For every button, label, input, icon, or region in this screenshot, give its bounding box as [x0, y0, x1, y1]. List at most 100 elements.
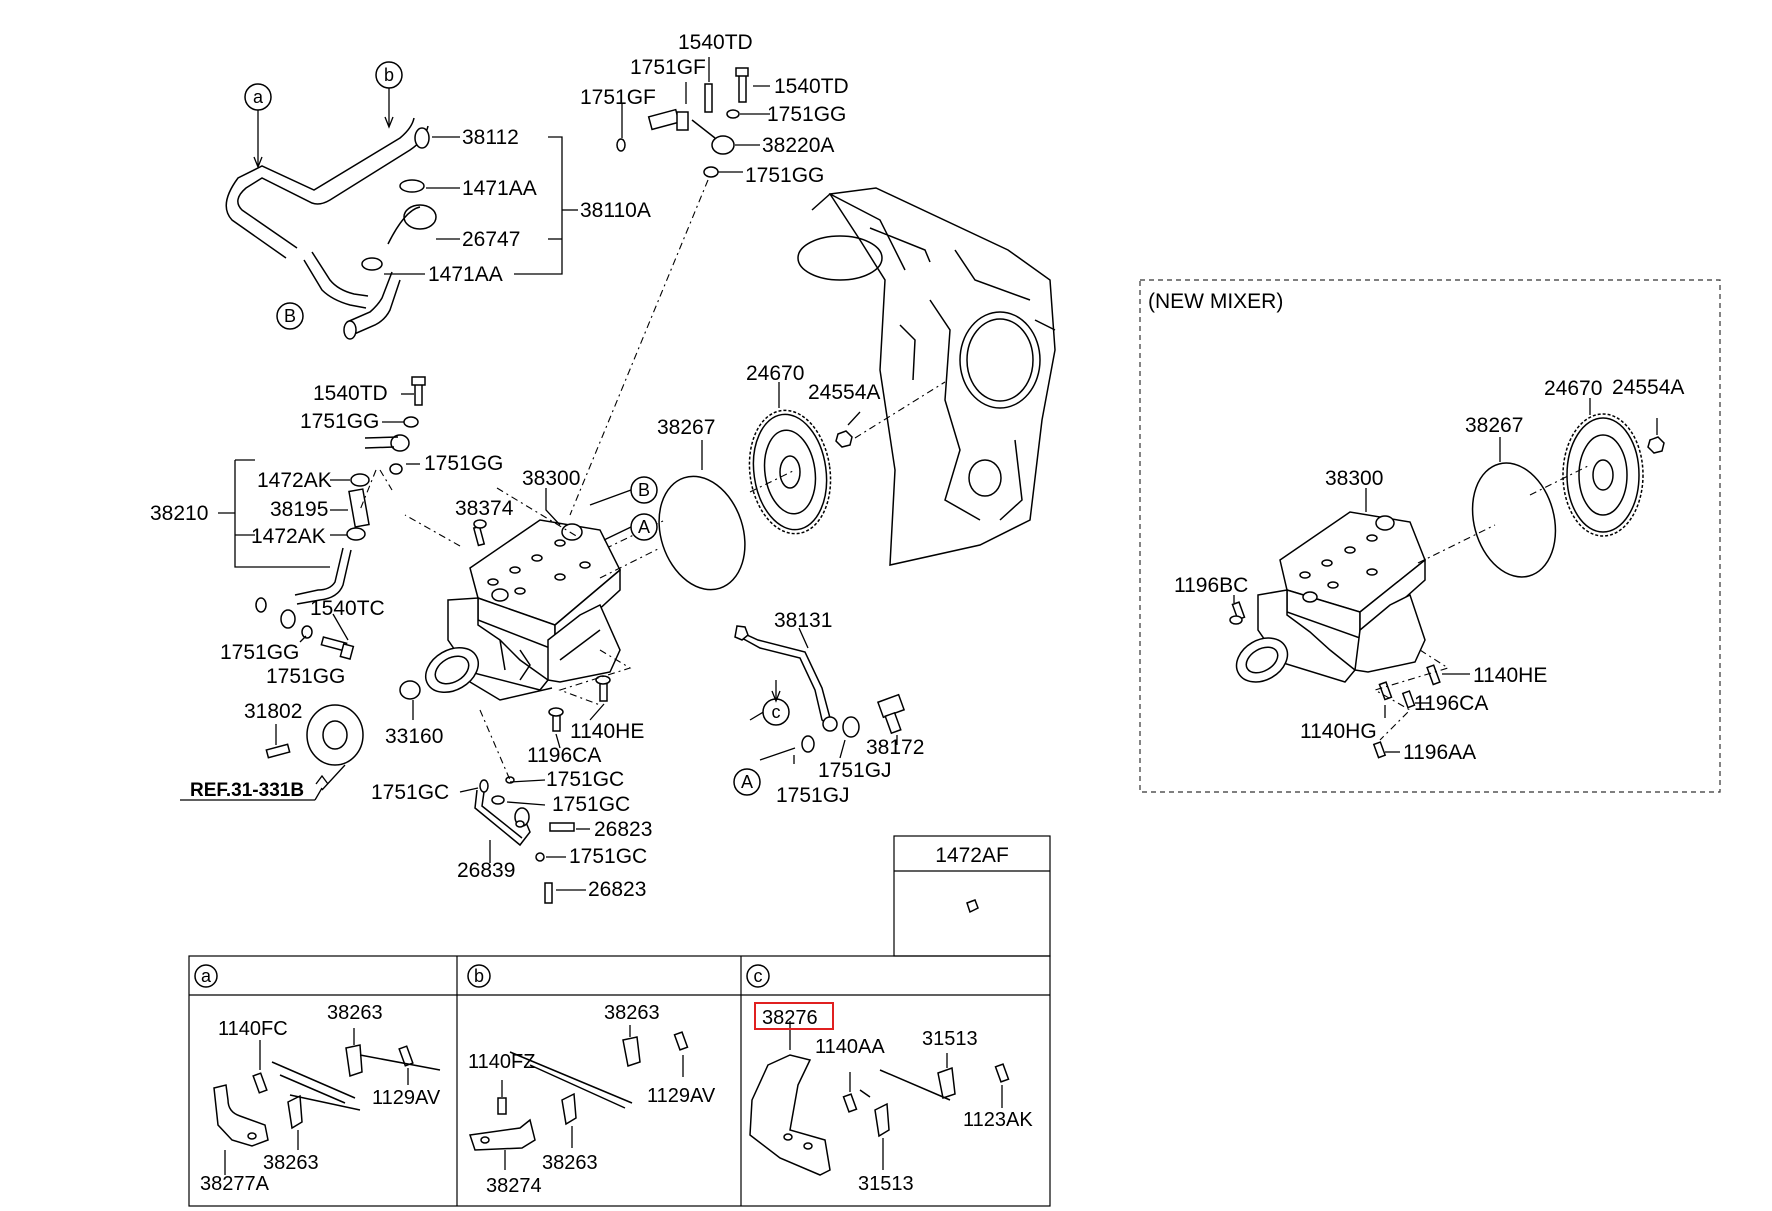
label-38110A: 38110A — [580, 199, 651, 222]
col-c-31513-bot: 31513 — [858, 1173, 914, 1195]
label-38172: 38172 — [866, 736, 924, 759]
label-38112: 38112 — [462, 126, 519, 149]
label-38131: 38131 — [774, 609, 832, 632]
gear-24670 — [748, 382, 832, 535]
svg-text:b: b — [384, 65, 394, 85]
label-26839: 26839 — [457, 859, 515, 882]
table-header-1472AF: 1472AF — [935, 844, 1009, 867]
col-a-38277A: 38277A — [200, 1173, 270, 1195]
highlight-38276 — [754, 1002, 834, 1030]
label-ref-31-331B: REF.31-331B — [190, 780, 304, 801]
circle-A-low: A — [733, 768, 761, 796]
svg-text:a: a — [201, 966, 212, 986]
label-33160: 33160 — [385, 725, 443, 748]
label-1540TD-top: 1540TD — [678, 31, 753, 54]
label-1751GC-b: 1751GC — [552, 793, 630, 816]
nm-label-38267: 38267 — [1465, 414, 1523, 437]
label-1471AA: 1471AA — [462, 177, 537, 200]
col-b-drawing — [469, 1025, 689, 1170]
svg-text:A: A — [741, 772, 753, 792]
label-1751GJ-b: 1751GJ — [776, 784, 850, 807]
nm-label-1196AA: 1196AA — [1403, 741, 1476, 764]
col-b-38263-bot: 38263 — [542, 1152, 598, 1174]
coupling-31802 — [180, 704, 364, 801]
col-a-drawing — [213, 1028, 441, 1175]
label-31802: 31802 — [244, 700, 302, 723]
label-1751GJ: 1751GJ — [818, 759, 892, 782]
label-1472AK: 1472AK — [257, 469, 332, 492]
svg-text:a: a — [253, 87, 264, 107]
col-a-38263-bot: 38263 — [263, 1152, 319, 1174]
col-b-38274: 38274 — [486, 1175, 542, 1197]
nm-label-1196CA: 1196CA — [1414, 692, 1488, 715]
svg-text:c: c — [754, 966, 763, 986]
circle-a: a — [244, 83, 272, 111]
detail-table — [188, 835, 1051, 1207]
nm-label-38300: 38300 — [1325, 467, 1383, 490]
col-a-1140FC: 1140FC — [218, 1018, 288, 1040]
col-c-31513-top: 31513 — [922, 1028, 978, 1050]
circle-b: b — [375, 61, 403, 89]
label-1751GG-f: 1751GG — [266, 665, 345, 688]
nut-24554A — [835, 411, 861, 448]
circle-B-upper: B — [276, 302, 304, 330]
col-b-38263-top: 38263 — [604, 1002, 660, 1024]
pipe-26839 — [459, 709, 590, 904]
label-38300: 38300 — [522, 467, 580, 490]
label-1751GC-c: 1751GC — [569, 845, 647, 868]
label-38267: 38267 — [657, 416, 715, 439]
hose-assembly — [225, 88, 578, 340]
label-1540TC: 1540TC — [310, 597, 385, 620]
col-c-1123AK: 1123AK — [963, 1109, 1033, 1131]
label-26823-b: 26823 — [588, 878, 646, 901]
svg-text:b: b — [474, 966, 484, 986]
label-1751GG-b: 1751GG — [745, 164, 824, 187]
table-key-b: b — [467, 964, 491, 988]
top-fittings — [569, 57, 770, 516]
bolt-38374 — [472, 519, 487, 547]
nm-label-1196BC: 1196BC — [1174, 574, 1248, 597]
table-key-c: c — [746, 964, 770, 988]
label-38210: 38210 — [150, 502, 208, 525]
table-key-a: a — [194, 964, 218, 988]
fitting-33160 — [399, 649, 632, 749]
svg-text:B: B — [284, 306, 296, 326]
label-26747: 26747 — [462, 228, 520, 251]
label-38195: 38195 — [270, 498, 328, 521]
label-1540TD-left: 1540TD — [313, 382, 388, 405]
col-c-38276: 38276 — [762, 1007, 818, 1029]
label-1751GC-left: 1751GC — [371, 781, 449, 804]
engine-housing — [797, 187, 1056, 566]
col-a-1129AV: 1129AV — [372, 1087, 441, 1109]
label-24670: 24670 — [746, 362, 804, 385]
col-b-1129AV: 1129AV — [647, 1085, 716, 1107]
label-1471AA-2: 1471AA — [428, 263, 503, 286]
svg-text:c: c — [772, 702, 781, 722]
label-1751GG: 1751GG — [767, 103, 846, 126]
col-c-1140AA: 1140AA — [815, 1036, 885, 1058]
label-24554A: 24554A — [808, 381, 880, 404]
label-1196CA: 1196CA — [527, 744, 601, 767]
col-a-38263-top: 38263 — [327, 1002, 383, 1024]
nm-label-1140HE: 1140HE — [1473, 664, 1547, 687]
circle-A-mid: A — [630, 513, 658, 541]
label-1751GF-left: 1751GF — [580, 86, 656, 109]
label-38374: 38374 — [455, 497, 514, 520]
hose-38131 — [734, 625, 906, 764]
label-38220A: 38220A — [762, 134, 834, 157]
col-b-1140FZ: 1140FZ — [468, 1051, 535, 1073]
label-1140HE: 1140HE — [570, 720, 644, 743]
circle-c-mid: c — [762, 698, 790, 726]
label-1540TD-right: 1540TD — [774, 75, 849, 98]
new-mixer-box — [1139, 279, 1721, 793]
label-1751GG-c: 1751GG — [300, 410, 379, 433]
gasket-38267 — [658, 440, 746, 591]
col-c-drawing — [749, 1021, 1010, 1176]
label-26823-a: 26823 — [594, 818, 652, 841]
new-mixer-title: (NEW MIXER) — [1148, 290, 1283, 313]
circle-B-mid: B — [630, 476, 658, 504]
svg-text:B: B — [638, 480, 650, 500]
pipe-assembly-38210 — [218, 376, 426, 660]
nm-label-1140HG: 1140HG — [1300, 720, 1377, 743]
